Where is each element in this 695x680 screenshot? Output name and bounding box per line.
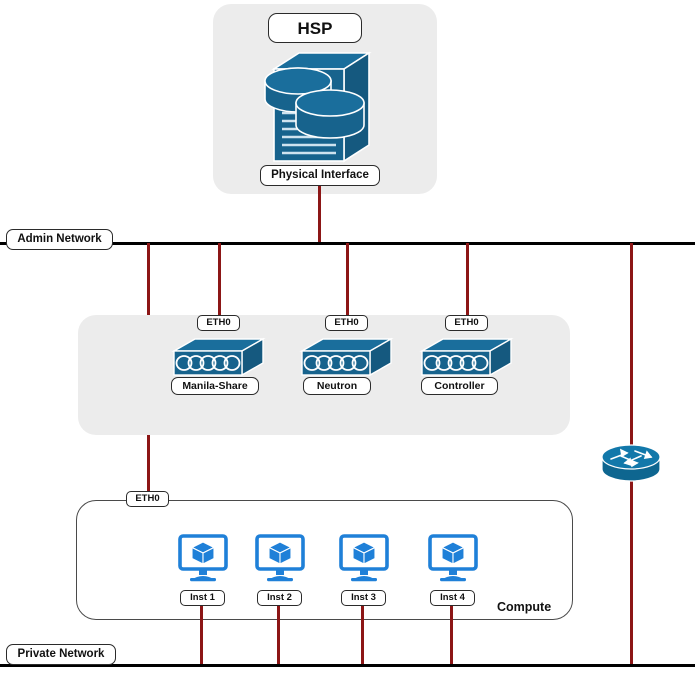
storage-server-icon	[262, 47, 372, 163]
switch-icon	[299, 337, 394, 377]
inst-4-label: Inst 4	[440, 592, 465, 604]
link-inst-4-to-private	[450, 606, 454, 666]
instance-monitor-icon[interactable]	[339, 534, 389, 582]
controller-label: Controller	[434, 379, 485, 392]
compute-nic-label: ETH0	[135, 493, 160, 505]
instance-monitor-icon[interactable]	[255, 534, 305, 582]
private-network-bus	[0, 664, 695, 668]
manila-share-chip[interactable]: Manila-Share	[171, 377, 259, 395]
link-inst-3-to-private	[361, 606, 365, 666]
physical-interface-chip[interactable]: Physical Interface	[260, 165, 380, 186]
hsp-title-label: HSP	[297, 18, 333, 38]
inst-3-chip[interactable]: Inst 3	[341, 590, 386, 606]
physical-interface-label: Physical Interface	[271, 168, 369, 181]
admin-network-chip[interactable]: Admin Network	[6, 229, 113, 250]
link-admin-to-manila-share	[218, 243, 222, 320]
link-inst-2-to-private	[277, 606, 281, 666]
instance-monitor-icon[interactable]	[428, 534, 478, 582]
inst-4-chip[interactable]: Inst 4	[430, 590, 475, 606]
switch-icon	[419, 337, 514, 377]
link-admin-to-controller	[466, 243, 470, 320]
compute-panel	[76, 500, 573, 620]
link-hsp-to-admin	[318, 186, 322, 243]
controller-nic-label: ETH0	[454, 317, 479, 329]
compute-label: Compute	[497, 600, 552, 614]
link-admin-to-neutron	[346, 243, 350, 320]
inst-3-label: Inst 3	[351, 592, 376, 604]
neutron-chip[interactable]: Neutron	[303, 377, 371, 395]
controller-nic-chip[interactable]: ETH0	[445, 315, 488, 331]
link-inst-1-to-private	[200, 606, 204, 666]
inst-1-label: Inst 1	[190, 592, 215, 604]
controller-chip[interactable]: Controller	[421, 377, 498, 395]
manila-share-nic-chip[interactable]: ETH0	[197, 315, 240, 331]
private-network-label: Private Network	[17, 647, 105, 660]
admin-network-label: Admin Network	[17, 232, 102, 245]
manila-share-nic-label: ETH0	[206, 317, 231, 329]
private-network-chip[interactable]: Private Network	[6, 644, 116, 665]
hsp-title-chip[interactable]: HSP	[268, 13, 362, 43]
compute-nic-chip[interactable]: ETH0	[126, 491, 169, 507]
inst-2-label: Inst 2	[267, 592, 292, 604]
manila-share-label: Manila-Share	[182, 379, 248, 392]
neutron-label: Neutron	[316, 379, 358, 392]
neutron-nic-chip[interactable]: ETH0	[325, 315, 368, 331]
router-icon[interactable]	[601, 443, 661, 483]
switch-icon	[171, 337, 266, 377]
neutron-nic-label: ETH0	[334, 317, 359, 329]
inst-2-chip[interactable]: Inst 2	[257, 590, 302, 606]
instance-monitor-icon[interactable]	[178, 534, 228, 582]
inst-1-chip[interactable]: Inst 1	[180, 590, 225, 606]
